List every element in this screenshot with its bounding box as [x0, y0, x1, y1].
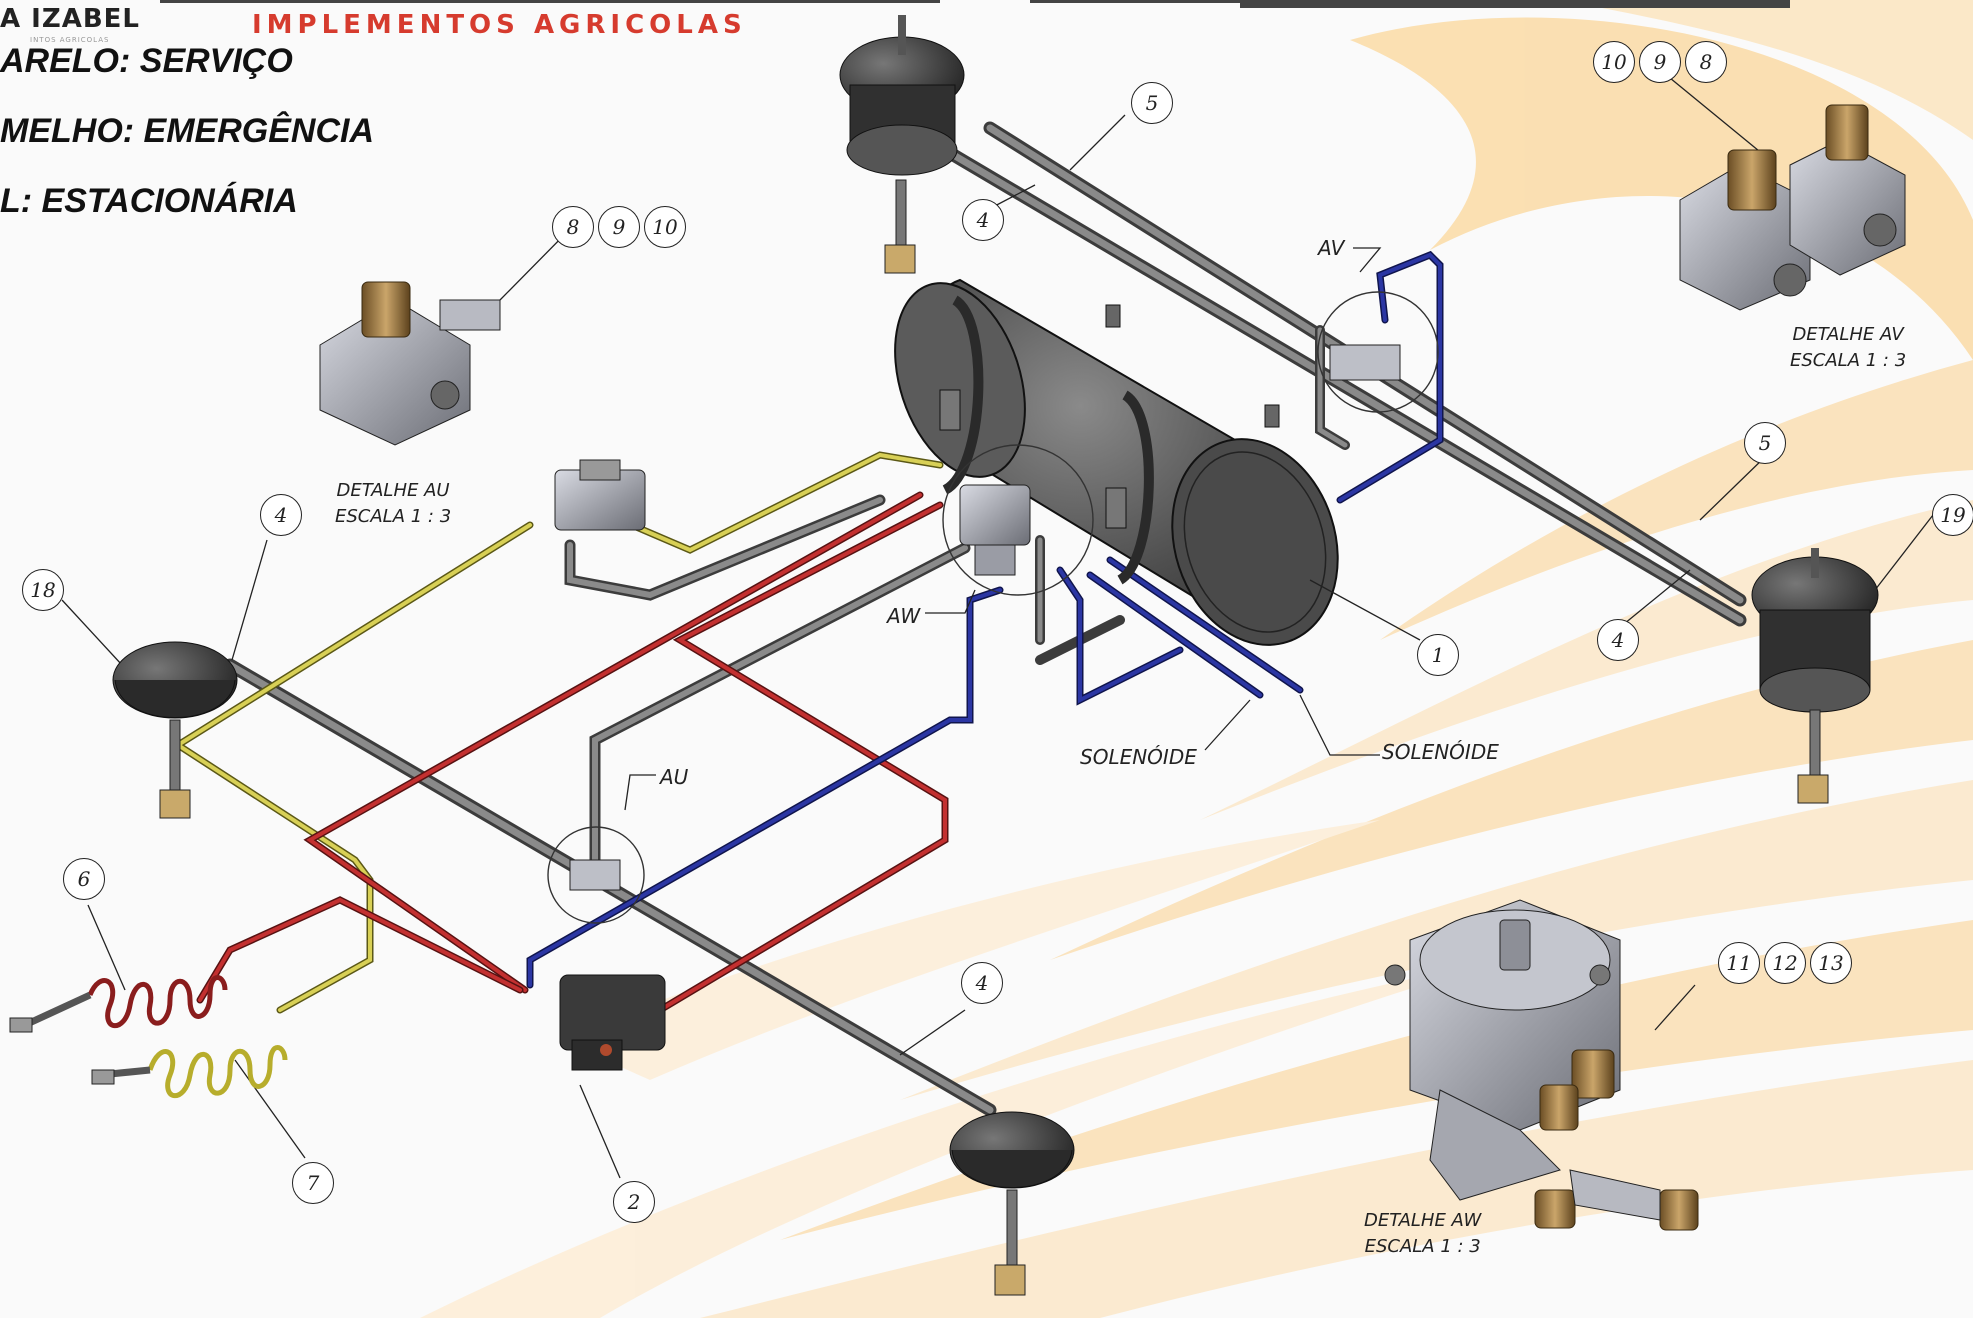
callout-balloon: 18 [22, 569, 64, 611]
callout-balloon: 5 [1744, 422, 1786, 464]
spring-brake-chamber-top [839, 15, 965, 274]
solenoid-valve [559, 974, 666, 1071]
service-line [171, 451, 944, 1014]
relay-valve-on-tank [959, 484, 1031, 576]
solenoid-label-2: SOLENÓIDE [1382, 740, 1499, 764]
service-brake-chamber-left [112, 641, 238, 819]
air-tank [894, 278, 1339, 646]
callout-balloon: 5 [1131, 82, 1173, 124]
parking-line [526, 250, 1444, 989]
emergency-line [196, 491, 949, 1014]
detail-av-illustration [1679, 104, 1906, 311]
callout-balloon: 9 [1639, 41, 1681, 83]
detail-av-scale: ESCALA 1 : 3 [1790, 350, 1907, 371]
legend-service: ARELO: SERVIÇO [0, 42, 293, 80]
service-brake-chamber-bottom [949, 1111, 1075, 1296]
yellow-coil-hose [91, 1045, 288, 1099]
callout-balloon: 1 [1417, 634, 1459, 676]
callout-balloon: 11 [1718, 942, 1760, 984]
detail-aw-illustration [1384, 899, 1699, 1231]
callout-balloon: 9 [598, 206, 640, 248]
callout-balloon: 4 [1597, 619, 1639, 661]
solenoid-label-1: SOLENÓIDE [1080, 745, 1197, 769]
detail-au-illustration [319, 281, 501, 446]
callout-balloon: 4 [260, 494, 302, 536]
callout-balloon: 13 [1810, 942, 1852, 984]
callout-balloon: 12 [1764, 942, 1806, 984]
view-label-av: AV [1318, 236, 1345, 260]
detail-aw-title: DETALHE AW [1364, 1210, 1482, 1231]
grey-pipes [223, 121, 1747, 1117]
legend-parking: L: ESTACIONÁRIA [0, 182, 298, 220]
view-label-au: AU [660, 765, 689, 789]
detail-au-caption: DETALHE AU ESCALA 1 : 3 [335, 478, 451, 530]
callout-balloon: 4 [961, 962, 1003, 1004]
callout-balloon: 10 [1593, 41, 1635, 83]
callout-balloon: 8 [1685, 41, 1727, 83]
callout-balloon: 8 [552, 206, 594, 248]
brand-subtitle: INTOS AGRICOLAS [30, 36, 110, 44]
detail-av-caption: DETALHE AV ESCALA 1 : 3 [1790, 322, 1906, 374]
brand-tagline: IMPLEMENTOS AGRICOLAS [252, 10, 747, 40]
callout-balloon: 7 [292, 1162, 334, 1204]
spring-brake-chamber-right [1751, 548, 1879, 804]
detail-av-title: DETALHE AV [1792, 324, 1904, 345]
detail-au-scale: ESCALA 1 : 3 [335, 506, 452, 527]
callout-balloon: 10 [644, 206, 686, 248]
brand-logo: A IZABEL [0, 4, 140, 34]
detail-aw-caption: DETALHE AW ESCALA 1 : 3 [1364, 1208, 1481, 1260]
detail-au-title: DETALHE AU [336, 480, 450, 501]
red-coil-hose [9, 975, 228, 1033]
view-label-aw: AW [887, 604, 921, 628]
callout-balloon: 19 [1932, 494, 1973, 536]
callout-balloon: 6 [63, 858, 105, 900]
detail-aw-scale: ESCALA 1 : 3 [1364, 1236, 1481, 1257]
valve-au [554, 459, 646, 531]
legend-emergency: MELHO: EMERGÊNCIA [0, 112, 374, 150]
callout-balloon: 2 [613, 1181, 655, 1223]
callout-balloon: 4 [962, 199, 1004, 241]
